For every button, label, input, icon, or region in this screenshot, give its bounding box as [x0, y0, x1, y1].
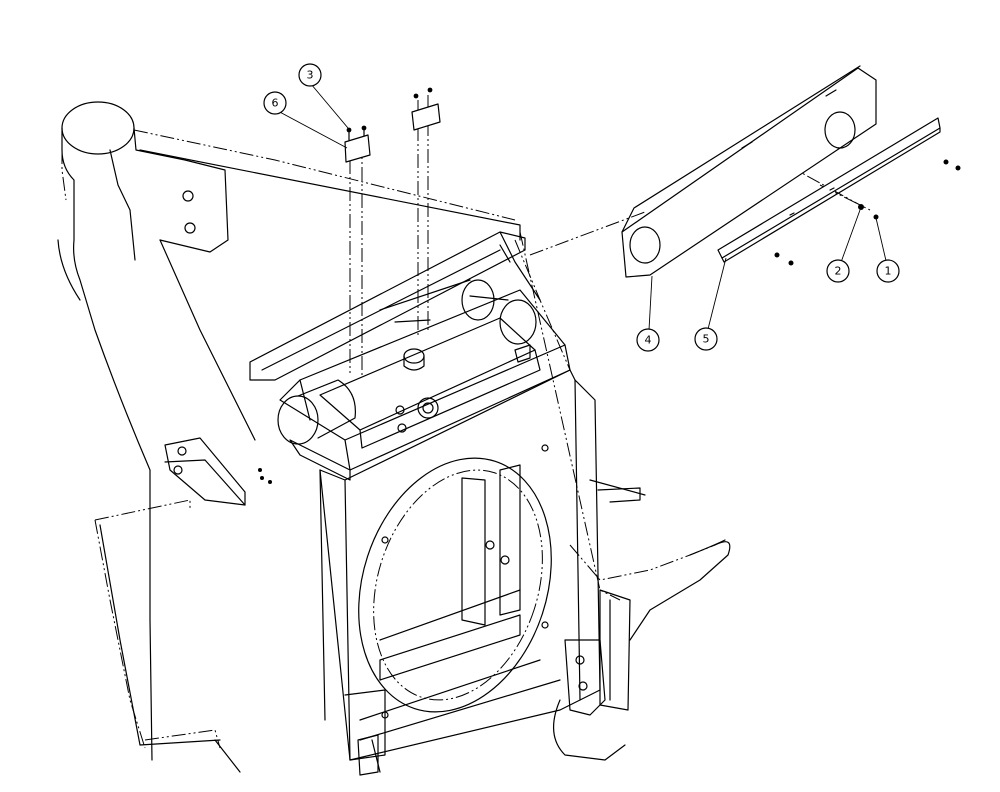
frame-left-arm	[57, 101, 521, 761]
callout-3: 3	[298, 63, 322, 87]
callout-2: 2	[826, 259, 850, 283]
top-mount-rail	[249, 231, 541, 381]
leader-lines	[275, 83, 888, 334]
callout-5: 5	[694, 327, 718, 351]
radiator-core	[277, 279, 571, 481]
fan-shroud	[319, 369, 601, 776]
callout-1: 1	[876, 259, 900, 283]
part-5-strip	[717, 117, 941, 263]
parts-3-6-blocks	[344, 87, 441, 163]
hardware-fasteners	[774, 159, 961, 266]
callout-6: 6	[263, 91, 287, 115]
callout-4: 4	[636, 328, 660, 352]
left-shroud-panel	[94, 499, 241, 773]
callout-2-label: 2	[835, 265, 842, 278]
frame-right-post	[514, 231, 731, 761]
callout-4-label: 4	[645, 334, 652, 347]
part-4-plate	[621, 65, 877, 278]
callout-5-label: 5	[703, 333, 710, 346]
callout-6-label: 6	[272, 97, 279, 110]
callout-3-label: 3	[307, 69, 314, 82]
callout-1-label: 1	[885, 265, 892, 278]
left-lower-brackets	[164, 437, 272, 506]
